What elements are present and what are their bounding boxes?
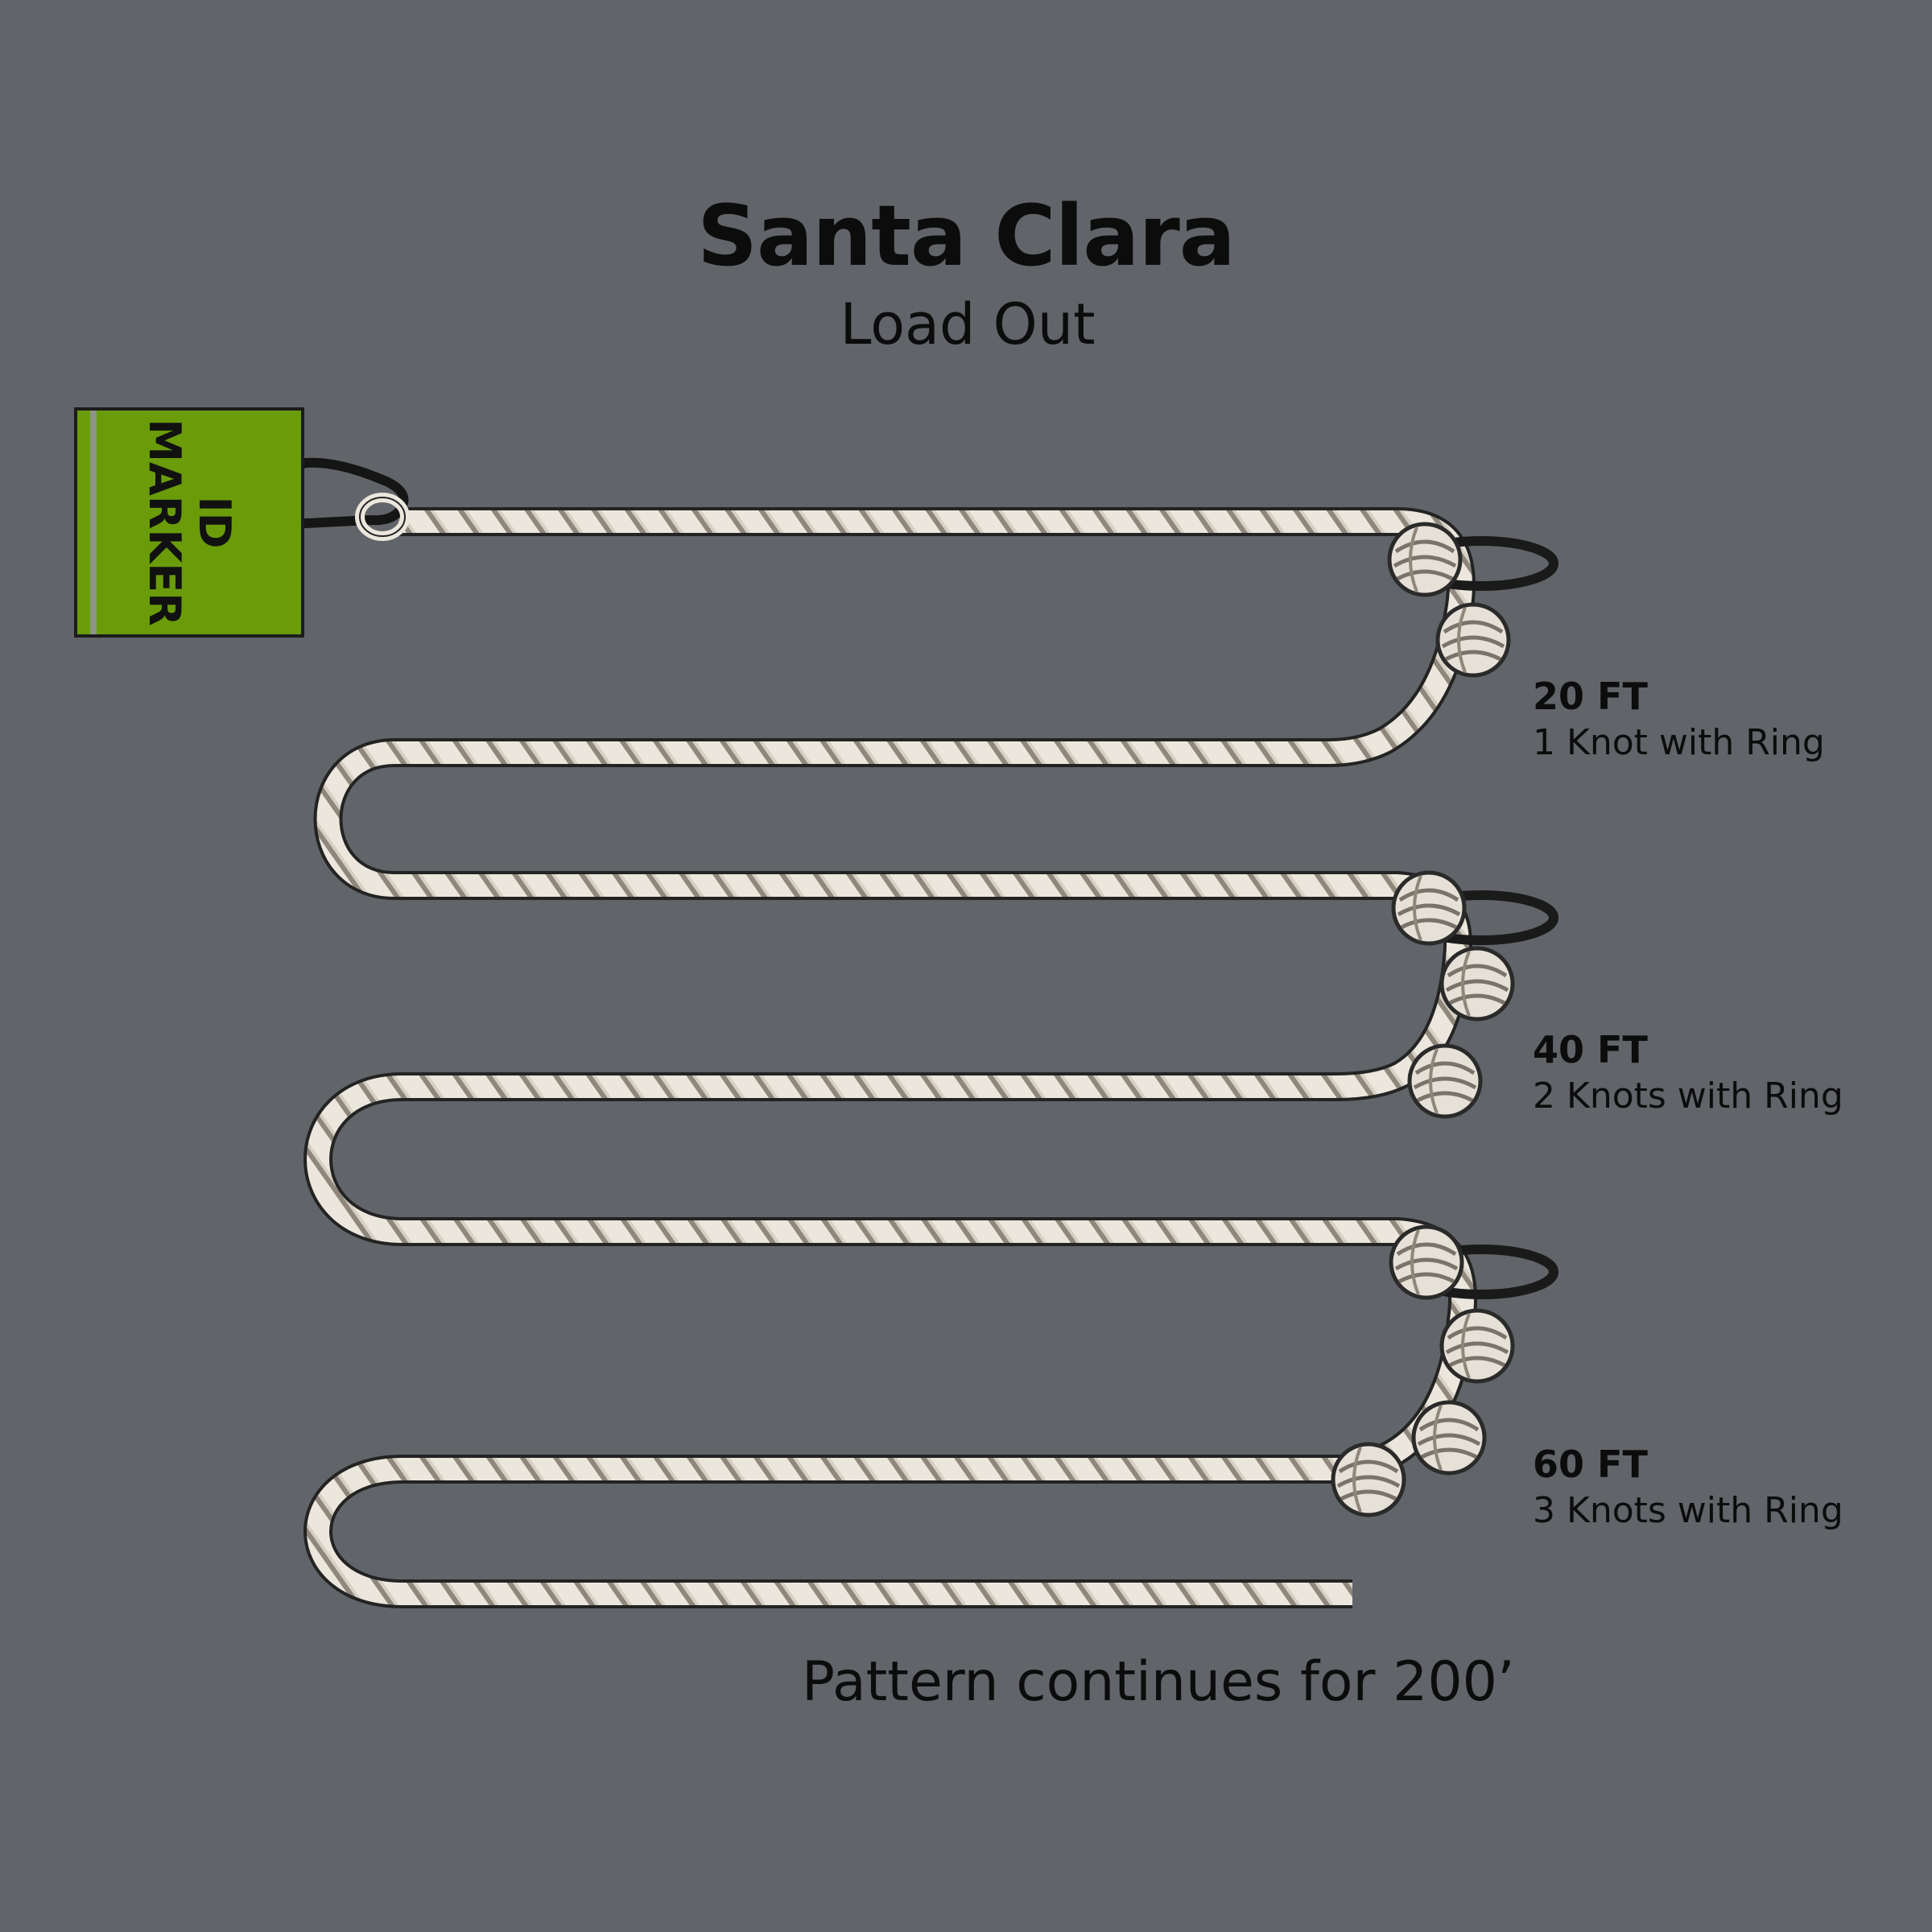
- marker-label-20ft: 20 FT 1 Knot with Ring: [1533, 673, 1825, 766]
- knot-icon: [1331, 1442, 1406, 1517]
- marker-label-40ft: 40 FT 2 Knots with Ring: [1533, 1026, 1843, 1120]
- page-title: Santa Clara: [697, 187, 1236, 285]
- knot-icon: [1439, 1308, 1515, 1384]
- rope-body: [307, 510, 1475, 1605]
- marker-distance: 60 FT: [1533, 1443, 1648, 1486]
- id-marker-text: ID MARKER: [139, 419, 240, 626]
- marker-description: 3 Knots with Ring: [1533, 1490, 1843, 1531]
- page-subtitle: Load Out: [840, 291, 1096, 357]
- id-marker-line1: ID: [189, 496, 240, 549]
- id-marker-tag: ID MARKER: [74, 407, 304, 638]
- pattern-note: Pattern continues for 200’: [802, 1650, 1515, 1714]
- knots: [1331, 522, 1515, 1517]
- marker-label-60ft: 60 FT 3 Knots with Ring: [1533, 1441, 1843, 1534]
- knot-icon: [1435, 602, 1511, 678]
- marker-description: 2 Knots with Ring: [1533, 1075, 1843, 1117]
- knot-icon: [1439, 946, 1515, 1022]
- marker-distance: 20 FT: [1533, 675, 1648, 718]
- tag-reflective-stripe: [90, 411, 97, 634]
- marker-description: 1 Knot with Ring: [1533, 722, 1825, 763]
- knot-icon: [1411, 1400, 1487, 1476]
- rope: [303, 507, 1478, 1608]
- rope-outline: [303, 507, 1478, 1608]
- marker-distance: 40 FT: [1533, 1028, 1648, 1071]
- knot-icon: [1389, 1224, 1464, 1300]
- knot-icon: [1387, 522, 1463, 597]
- id-marker-line2: MARKER: [139, 419, 190, 626]
- knot-icon: [1407, 1043, 1483, 1119]
- knot-icon: [1391, 870, 1467, 946]
